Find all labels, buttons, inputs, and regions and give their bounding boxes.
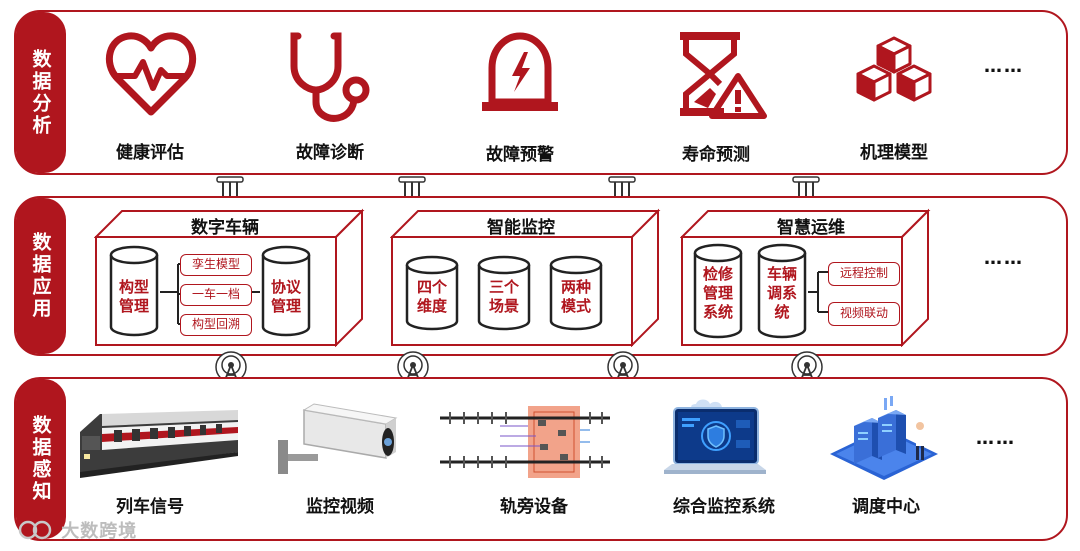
- stethoscope-icon: [286, 28, 376, 124]
- cylinder-label: 检修 管理 系统: [692, 265, 744, 322]
- alarm-light-icon: [478, 30, 562, 114]
- train-icon: [80, 400, 240, 480]
- heart-pulse-icon: [105, 28, 197, 118]
- box-title: 数字车辆: [150, 213, 300, 238]
- tag-remote-control: 远程控制: [828, 262, 900, 286]
- analysis-item-label: 寿命预测: [636, 140, 796, 165]
- dispatch-center-icon: [826, 396, 942, 482]
- cylinder-label: 协议 管理: [260, 278, 312, 316]
- analysis-item-label: 故障诊断: [250, 138, 410, 163]
- perception-item-label: 调度中心: [806, 492, 966, 517]
- cylinder-label: 车辆 调系 统: [756, 265, 808, 322]
- laptop-shield-icon: [660, 398, 770, 482]
- tag-config-trace: 构型回溯: [180, 314, 252, 336]
- application-more-dots: ……: [984, 248, 1024, 269]
- perception-item-label: 轨旁设备: [454, 492, 614, 517]
- cylinder-label: 构型 管理: [108, 278, 160, 316]
- box-title: 智慧运维: [736, 213, 886, 238]
- cylinder-label: 三个 场景: [476, 278, 532, 316]
- application-layer-label: 数据应用: [16, 198, 66, 354]
- watermark: 大数跨境: [18, 517, 137, 543]
- hourglass-warning-icon: [672, 30, 768, 120]
- box-title: 智能监控: [446, 213, 596, 238]
- cctv-camera-icon: [274, 402, 404, 482]
- analysis-item-label: 机理模型: [814, 138, 974, 163]
- perception-item-label: 监控视频: [260, 492, 420, 517]
- tag-twin-model: 孪生模型: [180, 254, 252, 276]
- tag-video-linkage: 视频联动: [828, 302, 900, 326]
- tag-one-car-one-file: 一车一档: [180, 284, 252, 306]
- bracket-lines: [808, 262, 830, 322]
- perception-more-dots: ……: [976, 428, 1016, 449]
- trackside-diagram-icon: [440, 402, 610, 482]
- perception-item-label: 列车信号: [70, 492, 230, 517]
- cubes-icon: [852, 36, 936, 112]
- perception-item-label: 综合监控系统: [644, 492, 804, 517]
- analysis-item-label: 健康评估: [70, 138, 230, 163]
- cylinder-label: 两种 模式: [548, 278, 604, 316]
- analysis-layer-label: 数据分析: [16, 12, 66, 173]
- watermark-logo-icon: [18, 520, 54, 540]
- perception-layer-label: 数据感知: [16, 379, 66, 539]
- analysis-more-dots: ……: [984, 56, 1024, 77]
- watermark-text: 大数跨境: [61, 521, 137, 542]
- cylinder-label: 四个 维度: [404, 278, 460, 316]
- analysis-item-label: 故障预警: [440, 140, 600, 165]
